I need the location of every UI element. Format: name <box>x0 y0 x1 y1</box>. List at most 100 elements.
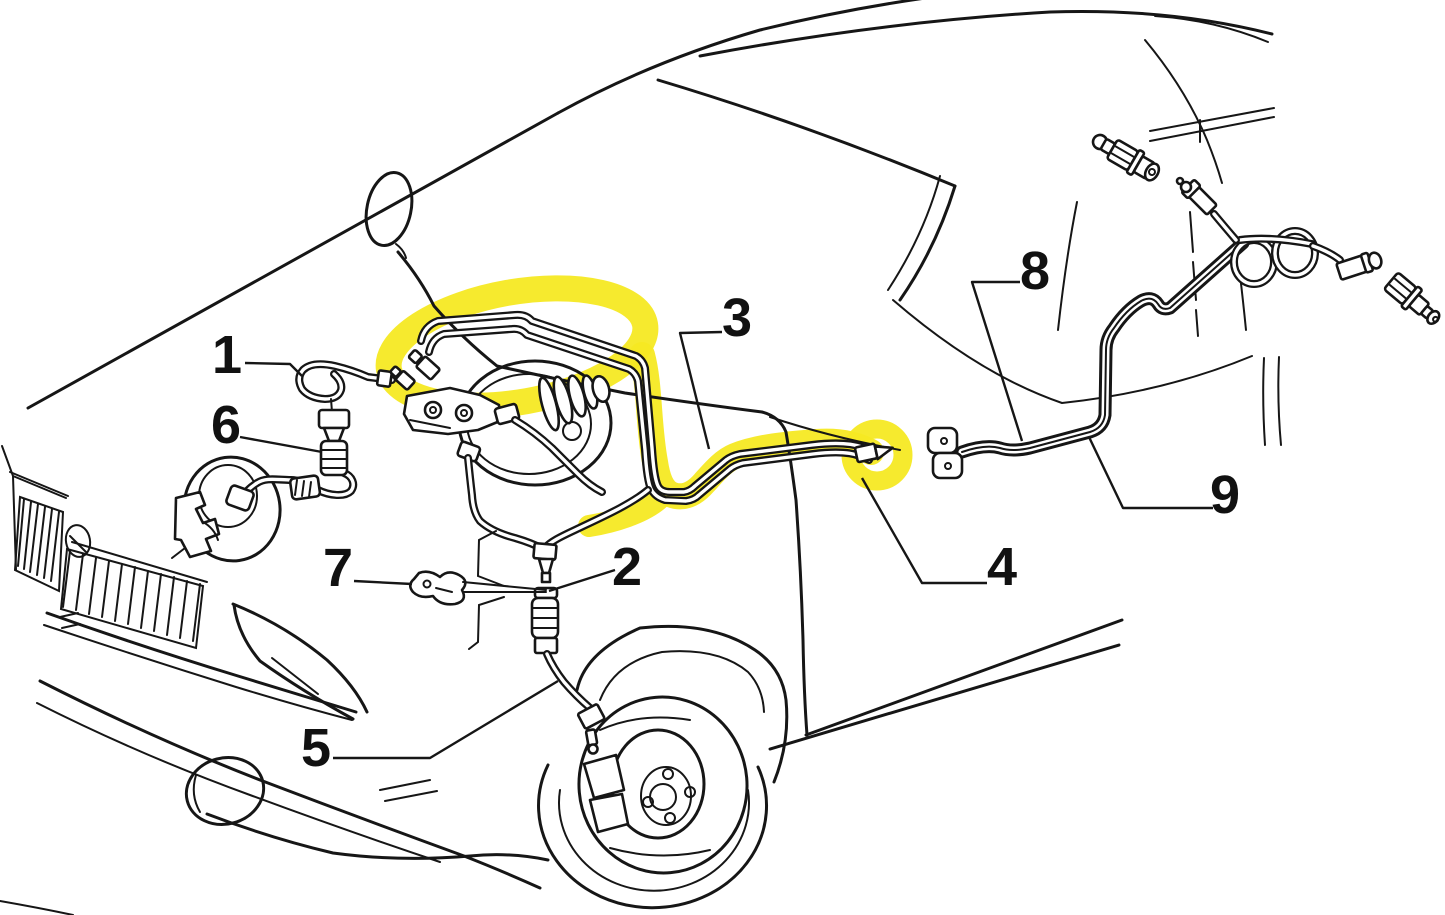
mc-port <box>423 400 443 420</box>
brand-emblem <box>64 524 92 558</box>
headlight <box>231 602 369 721</box>
leader-line-part-4 <box>860 477 987 585</box>
rear-hose-right-core <box>1311 244 1342 262</box>
leader-line-part-5 <box>333 679 559 760</box>
part-number-label-2: 2 <box>612 537 642 597</box>
grille-panel-left <box>13 495 65 593</box>
left-caliper-detail <box>171 521 219 559</box>
rear-hose-right-fitting <box>1335 251 1383 281</box>
front-grille <box>9 471 208 650</box>
left-caliper-bracket <box>173 490 221 559</box>
quarter-belt-lines <box>1149 107 1275 143</box>
union-face <box>1143 162 1161 182</box>
wheel-bolt <box>684 786 696 798</box>
part-number-label-1: 1 <box>212 325 242 385</box>
hood-front-edge-1 <box>45 611 358 714</box>
highlight-tail <box>629 342 884 510</box>
wheel-bolt <box>662 768 674 780</box>
part5-flex-hose <box>543 650 594 712</box>
hood-front-edge-2 <box>43 624 353 721</box>
leader-line-part-6 <box>239 435 323 454</box>
part-number-label-4: 4 <box>987 537 1017 597</box>
part3-front-fitting-1 <box>407 349 441 381</box>
hose-body-ridges <box>532 607 558 629</box>
bumper-top-edge <box>38 679 542 890</box>
leader-line-part-1 <box>244 361 303 377</box>
master-cylinder-pipes <box>464 416 606 553</box>
bellows-end-cap <box>591 374 611 404</box>
window-belt-line <box>892 299 1253 405</box>
part6-valve-ridges <box>321 449 347 469</box>
bumper-corner <box>0 900 74 915</box>
b-pillar-line <box>1057 201 1078 331</box>
grommet-hole <box>944 462 952 470</box>
part1-pipe-and-part6-valve <box>295 360 396 477</box>
grille-panel-right <box>59 547 205 650</box>
fog-lamp-inner <box>192 774 201 813</box>
stack-cone <box>322 426 346 443</box>
union-facets <box>1388 277 1412 299</box>
headlight-upper-edge <box>231 602 369 714</box>
pipe-end-tip <box>540 571 552 584</box>
fender-arch-inner <box>599 650 765 713</box>
hose-union-connector <box>288 474 322 501</box>
car-body-outline <box>1 0 1282 751</box>
fog-lamp <box>184 756 266 826</box>
pipe-end-cone <box>537 557 555 575</box>
booster-rod-end <box>562 421 582 441</box>
mc-facet-line <box>409 419 451 429</box>
tire-outer <box>537 763 769 910</box>
part3-front-fitting-2 <box>389 365 416 391</box>
bumper-lower-edge <box>205 812 550 862</box>
branch-pipe-core <box>543 488 650 550</box>
clip-detail <box>435 587 453 593</box>
door-gap-dashes <box>1189 211 1199 337</box>
grille-hatch-right <box>62 550 201 642</box>
grille-border-lines <box>9 471 208 583</box>
mirror-stem <box>395 243 407 259</box>
cowl-line <box>396 250 499 368</box>
drip-rail-line <box>698 9 1274 58</box>
highlight-hook <box>578 488 670 537</box>
sill-lines <box>768 618 1124 751</box>
leader-line-part-3 <box>678 330 723 450</box>
coil-bridge-core <box>1238 236 1314 246</box>
rear-brake-pipe-assembly <box>926 176 1383 480</box>
hood-edge-line <box>26 111 560 410</box>
rear-hose-left-core <box>1212 212 1238 242</box>
hose-end-hex <box>576 703 606 730</box>
union-facets <box>1110 145 1135 165</box>
windshield-a-pillar <box>656 78 957 188</box>
leader-line-part-2 <box>548 568 616 593</box>
part-number-label-7: 7 <box>323 538 353 598</box>
side-mirror <box>364 171 414 247</box>
part7-clip <box>408 530 547 650</box>
union-face-hole <box>1147 168 1156 176</box>
part-number-label-9: 9 <box>1210 465 1240 525</box>
hose-union-ridges <box>294 479 312 498</box>
bumper-mid-line <box>36 702 441 863</box>
fender-door-crease <box>495 364 809 737</box>
part-number-label-5: 5 <box>301 718 331 778</box>
door-rear-edge-lines <box>1262 356 1282 446</box>
mc-port-hole <box>429 406 437 414</box>
highlight-ring <box>375 275 659 419</box>
leader-line-part-7 <box>353 579 413 586</box>
clip-locator-lines <box>462 581 547 593</box>
brake-booster-master-cylinder <box>402 359 613 487</box>
clip-hole <box>422 579 432 589</box>
rim-detail-arcs <box>599 716 711 857</box>
front-bumper <box>0 611 550 915</box>
mc-port <box>454 403 474 423</box>
part-number-label-6: 6 <box>211 395 241 455</box>
roof-line <box>556 0 923 115</box>
grommet-hole <box>940 437 948 445</box>
fitting-tip-cap <box>1179 180 1193 194</box>
union-fitting-top <box>1091 133 1161 182</box>
union-tip <box>1432 315 1440 323</box>
tire-sidewall <box>558 789 750 892</box>
a-pillar-base-2 <box>887 175 941 291</box>
